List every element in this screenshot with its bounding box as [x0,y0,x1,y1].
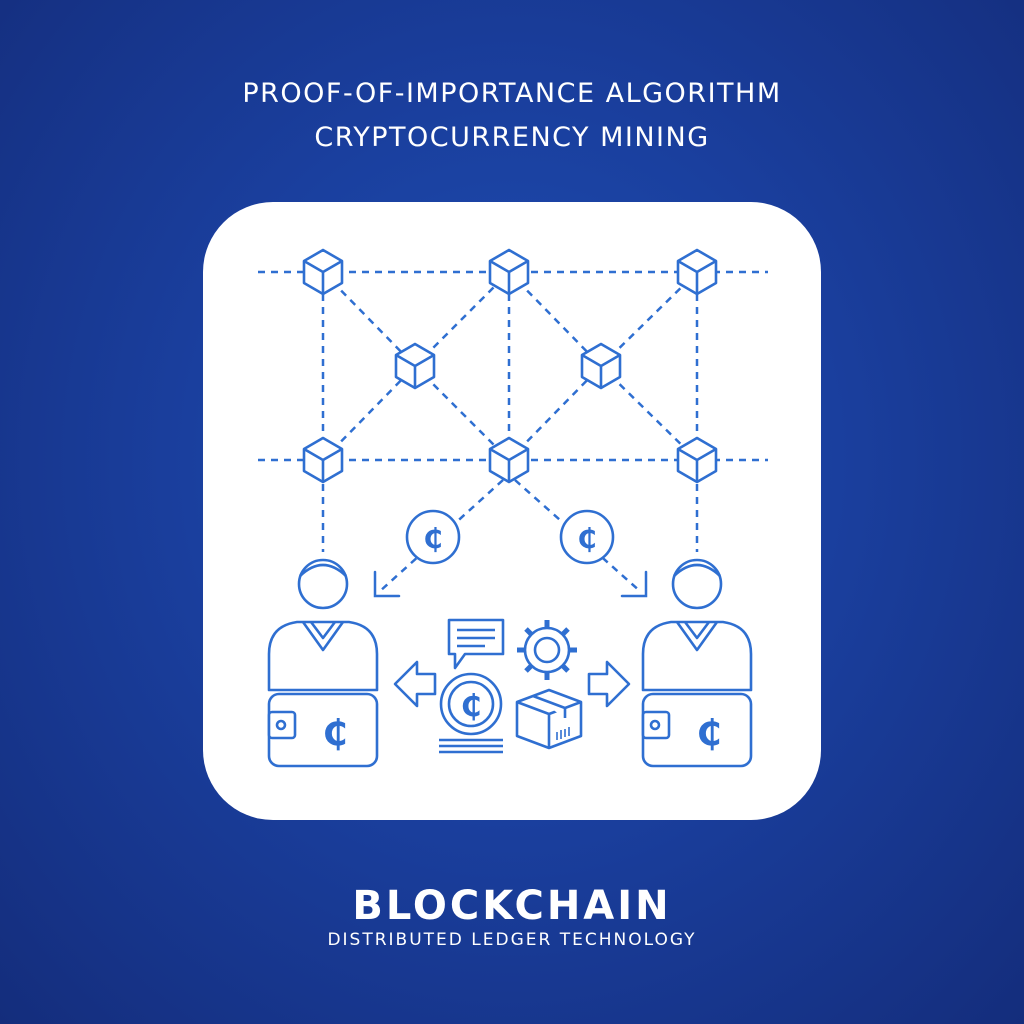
cube-icon [302,436,344,484]
brand-subtitle: DISTRIBUTED LEDGER TECHNOLOGY [327,930,697,950]
cube-icon [676,248,718,296]
cube-icon [302,248,344,296]
chat-icon [447,618,505,670]
brand-title: BLOCKCHAIN [352,883,672,929]
cube-icon [676,436,718,484]
package-box-icon [515,688,583,750]
svg-text:₵: ₵ [322,713,347,754]
coin-icon: ₵ [559,509,615,565]
svg-text:₵: ₵ [461,689,482,724]
cube-icon [394,342,436,390]
cube-icon [580,342,622,390]
arrow-left-icon [393,660,437,708]
headline-line-2: CRYPTOCURRENCY MINING [314,122,710,153]
headline-line-1: PROOF-OF-IMPORTANCE ALGORITHM [242,78,782,109]
network-lines [258,270,768,593]
svg-text:₵: ₵ [577,522,596,555]
user-icon [641,558,753,692]
cube-icon [488,436,530,484]
arrow-heads [373,570,648,598]
arrow-right-icon [587,660,631,708]
gear-icon [517,620,577,680]
coin-stack-icon: ₵ [439,672,503,754]
illustration-card: ₵ ₵ ₵ [203,202,821,820]
user-icon [267,558,379,692]
cube-icon [488,248,530,296]
coin-icon: ₵ [405,509,461,565]
svg-text:₵: ₵ [696,713,721,754]
wallet-icon: ₵ [267,692,379,768]
blockchain-illustration: ₵ ₵ ₵ [258,248,768,768]
wallet-icon: ₵ [641,692,753,768]
svg-text:₵: ₵ [423,522,442,555]
